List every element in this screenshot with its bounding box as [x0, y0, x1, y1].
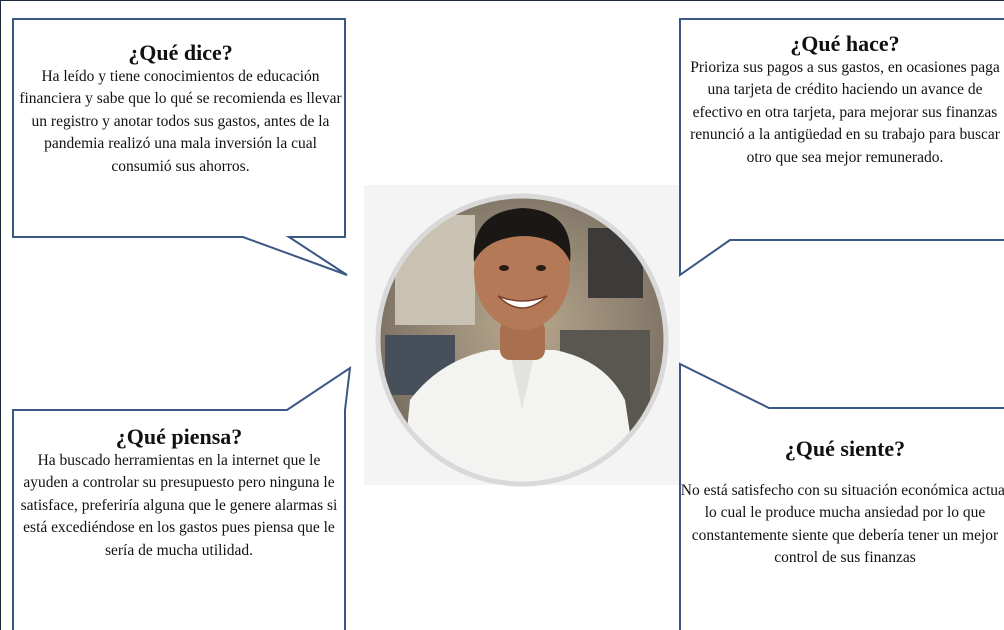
photo-ring — [375, 193, 669, 487]
bubble-que-siente: ¿Qué siente? No está satisfecho con su s… — [680, 410, 1004, 570]
que-dice-text: Ha leído y tiene conocimientos de educac… — [19, 68, 342, 175]
person-photo — [379, 197, 665, 483]
bubble-que-piensa: ¿Qué piensa? Ha buscado herramientas en … — [14, 412, 344, 562]
que-siente-title: ¿Qué siente? — [784, 436, 906, 461]
que-siente-text: No está satisfecho con su situación econ… — [680, 482, 1004, 567]
bubble-siente-outline — [679, 362, 1004, 630]
bubble-piensa-outline — [12, 365, 352, 630]
que-piensa-text: Ha buscado herramientas en la internet q… — [20, 452, 338, 559]
que-dice-title: ¿Qué dice? — [128, 40, 233, 65]
bubble-dice-outline — [12, 18, 348, 276]
bubble-hace-outline — [679, 18, 1004, 277]
que-hace-text: Prioriza sus pagos a sus gastos, en ocas… — [690, 59, 1000, 166]
bubble-que-hace: ¿Qué hace? Prioriza sus pagos a sus gast… — [684, 22, 1004, 169]
que-hace-title: ¿Qué hace? — [790, 31, 900, 56]
que-piensa-title: ¿Qué piensa? — [115, 424, 243, 449]
bubble-que-dice: ¿Qué dice? Ha leído y tiene conocimiento… — [18, 22, 343, 178]
